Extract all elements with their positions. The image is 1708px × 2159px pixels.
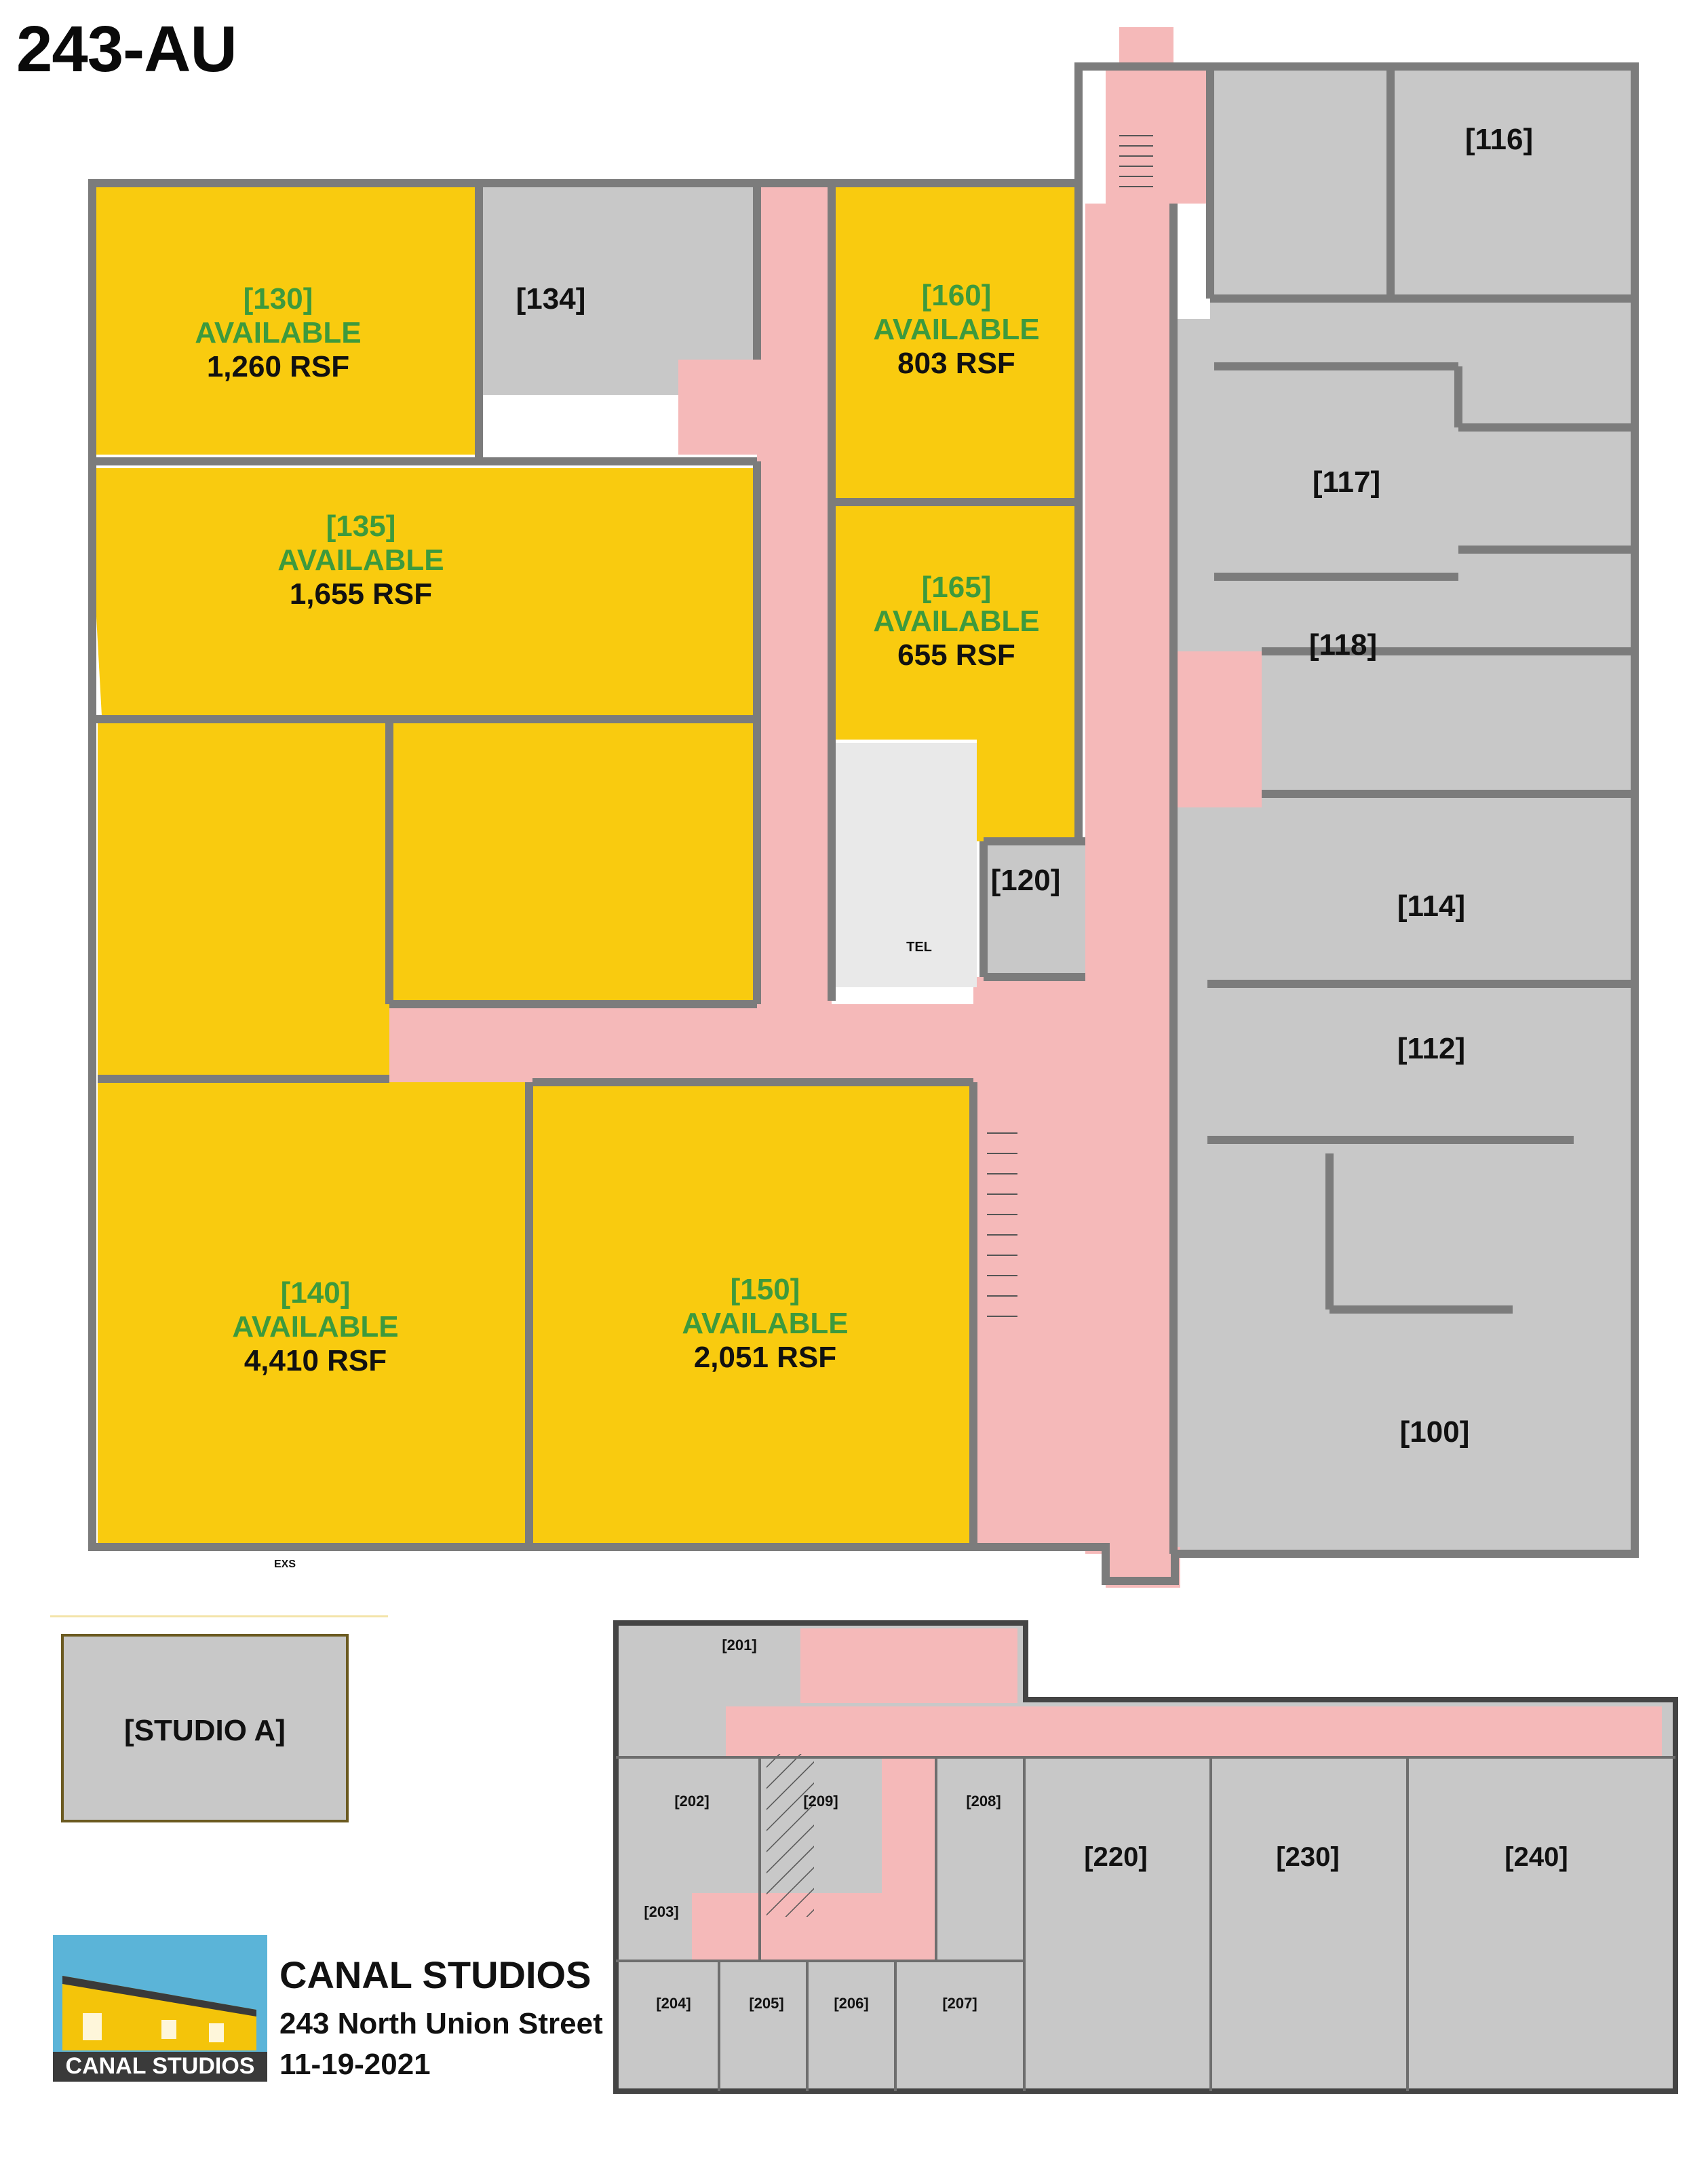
room-134-tag: [134]: [516, 282, 586, 316]
room-150-status: AVAILABLE: [682, 1307, 848, 1340]
room-140-area: 4,410 RSF: [244, 1344, 387, 1377]
restroom-block: [832, 743, 977, 987]
building-name: CANAL STUDIOS: [279, 1953, 591, 1996]
room-204-tag: [204]: [656, 1995, 691, 2012]
room-135-area: 1,655 RSF: [290, 577, 432, 611]
plan-title: 243-AU: [16, 13, 237, 85]
room-130-area: 1,260 RSF: [207, 350, 349, 383]
canal-studios-logo-graphic: CANAL STUDIOS: [53, 1935, 267, 2082]
tel-label: TEL: [906, 940, 932, 955]
second-floor-labels: [201] [202] [209] [208] [203] [204] [205…: [644, 1637, 1568, 2012]
exit-label: EXS: [274, 1559, 296, 1570]
room-140-upper: [98, 726, 389, 1079]
main-floor: TEL: [88, 27, 1639, 1588]
room-240-tag: [240]: [1505, 1842, 1568, 1872]
studio-a-tag: [STUDIO A]: [124, 1714, 286, 1747]
room-206-tag: [206]: [834, 1995, 868, 2012]
logo-text: CANAL STUDIOS: [66, 2053, 255, 2079]
room-east-block[interactable]: [1175, 66, 1635, 1554]
room-150-area: 2,051 RSF: [694, 1341, 836, 1374]
room-165-ext: [977, 740, 1079, 841]
plan-date: 11-19-2021: [279, 2048, 431, 2081]
room-209-tag: [209]: [803, 1793, 838, 1810]
room-130-status: AVAILABLE: [195, 316, 361, 349]
room-130[interactable]: [92, 183, 479, 455]
room-120-tag: [120]: [991, 864, 1061, 897]
canal-studios-logo: CANAL STUDIOS: [53, 1935, 267, 2082]
room-118-tag: [118]: [1309, 628, 1377, 662]
room-116-tag: [116]: [1465, 123, 1533, 156]
room-135-status: AVAILABLE: [277, 543, 444, 577]
room-230-tag: [230]: [1276, 1842, 1339, 1872]
second-floor-stair-hatch: [766, 1754, 814, 1917]
room-165[interactable]: [832, 505, 1079, 740]
room-100-tag: [100]: [1400, 1415, 1470, 1449]
room-160[interactable]: [832, 183, 1079, 502]
room-140[interactable]: [98, 1004, 529, 1547]
room-165-area: 655 RSF: [897, 638, 1015, 672]
stairs-south: [987, 1132, 1017, 1317]
building-address: 243 North Union Street: [279, 2007, 603, 2040]
room-140-tag: [140]: [281, 1276, 351, 1310]
room-114-tag: [114]: [1397, 890, 1465, 923]
room-202-tag: [202]: [674, 1793, 709, 1810]
room-112-tag: [112]: [1397, 1032, 1465, 1065]
walls: [88, 62, 1639, 1585]
room-205-tag: [205]: [749, 1995, 783, 2012]
stairs-north: [1119, 135, 1153, 187]
room-160-status: AVAILABLE: [873, 313, 1039, 346]
room-201-tag: [201]: [722, 1637, 756, 1654]
studio-a-room[interactable]: [61, 1634, 349, 1822]
second-floor: [201] [202] [209] [208] [203] [204] [205…: [613, 1620, 1678, 2094]
common-corridors: [389, 27, 1262, 1588]
room-120[interactable]: [984, 841, 1085, 977]
room-150-tag: [150]: [731, 1273, 800, 1306]
room-135-tag: [135]: [326, 510, 396, 543]
room-208-tag: [208]: [966, 1793, 1001, 1810]
room-203-tag: [203]: [644, 1903, 678, 1920]
room-160-area: 803 RSF: [897, 347, 1015, 380]
room-150[interactable]: [532, 1082, 973, 1547]
room-130-tag: [130]: [244, 282, 313, 316]
room-117-tag: [117]: [1313, 465, 1380, 499]
studio-a: [STUDIO A]: [50, 1615, 388, 1822]
room-220-tag: [220]: [1084, 1842, 1147, 1872]
room-207-tag: [207]: [942, 1995, 977, 2012]
room-135[interactable]: [88, 468, 757, 716]
room-160-tag: [160]: [922, 279, 992, 312]
room-140-status: AVAILABLE: [232, 1310, 398, 1343]
main-floor-labels: [130] AVAILABLE 1,260 RSF [134] [160] AV…: [195, 123, 1533, 1570]
room-165-status: AVAILABLE: [873, 605, 1039, 638]
second-floor-walls: [616, 1756, 1675, 2091]
room-165-tag: [165]: [922, 571, 992, 604]
